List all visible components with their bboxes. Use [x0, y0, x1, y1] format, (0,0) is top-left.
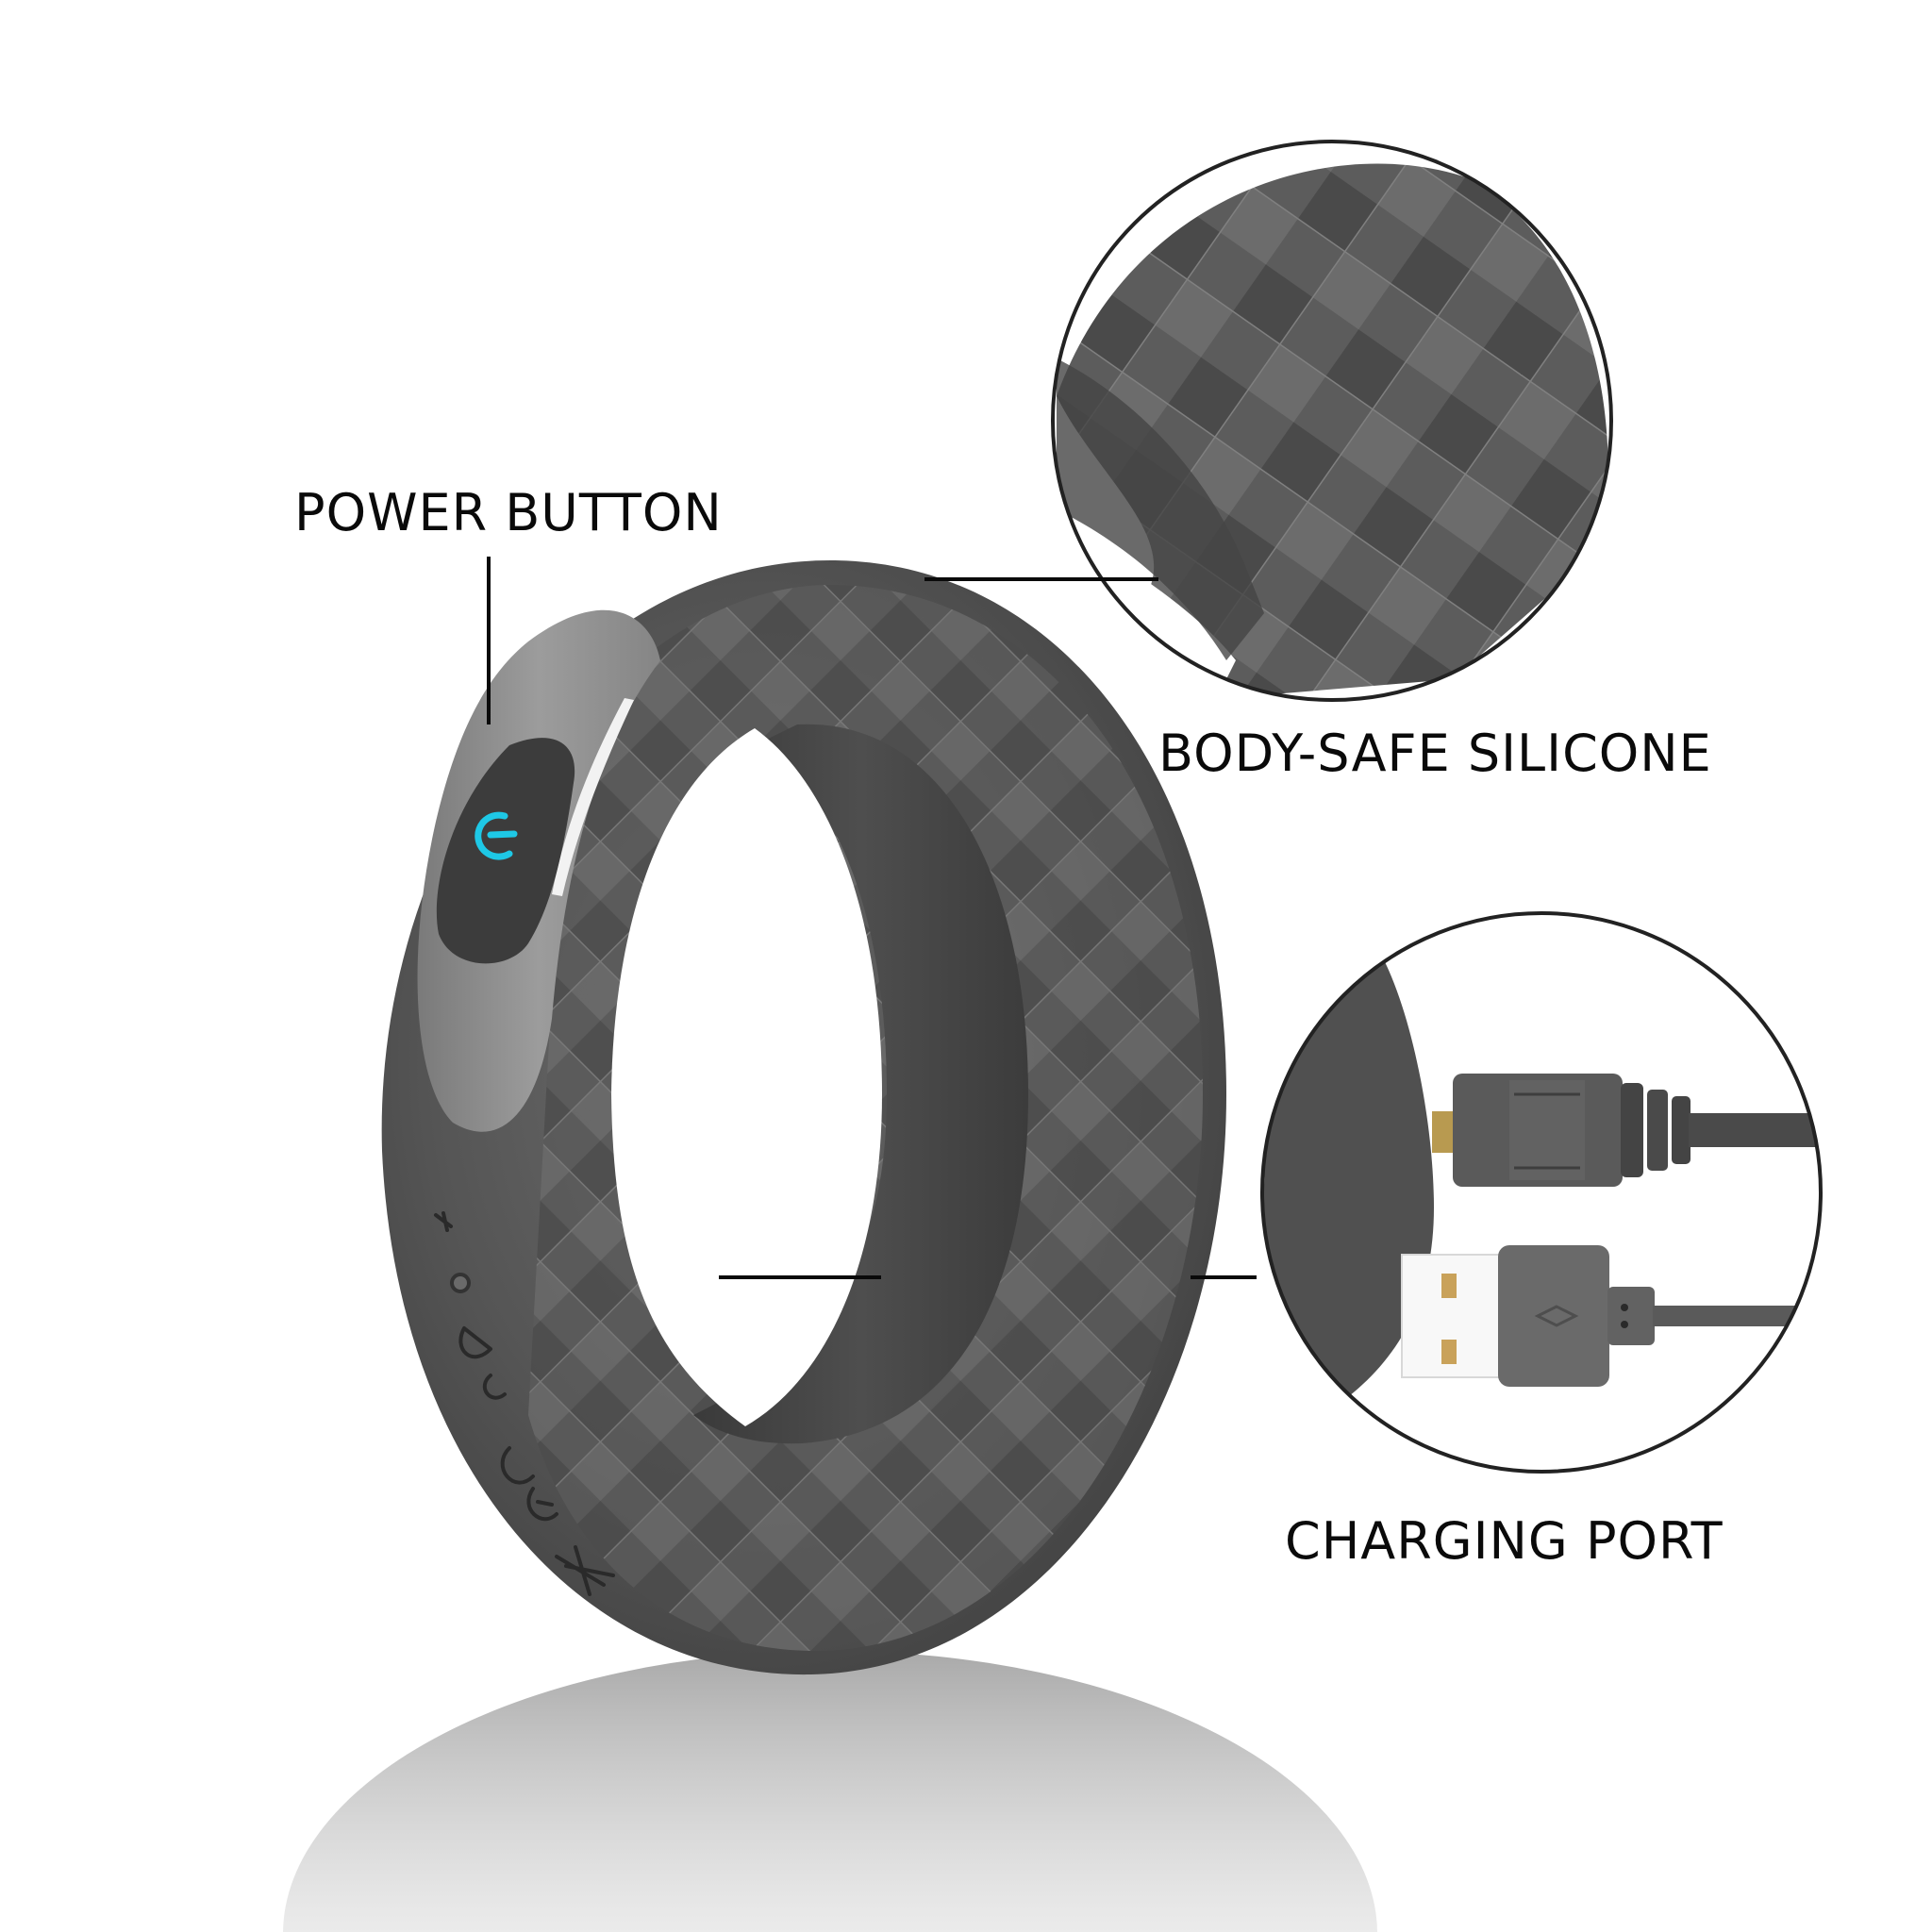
- usb-plug: [1401, 1245, 1821, 1387]
- power-icon: [475, 811, 518, 860]
- ring-hole: [611, 728, 882, 1426]
- charging-port-detail-circle: [1260, 911, 1823, 1474]
- ce-mark-c: [500, 1446, 535, 1485]
- dc-mark-c: [482, 1374, 507, 1400]
- dc-plug: [1432, 1074, 1821, 1187]
- charge-icon: [434, 1211, 453, 1232]
- power-button-label: POWER BUTTON: [294, 483, 723, 542]
- power-button-leader-line: [487, 557, 491, 724]
- weee-icon: [555, 1545, 615, 1596]
- charging-port-leader-line-outer: [1191, 1275, 1257, 1279]
- silicone-leader-line: [924, 577, 1158, 581]
- power-button-pad: [436, 738, 575, 964]
- charging-port-leader-line-inner: [719, 1275, 881, 1279]
- ring-body: [381, 560, 1226, 1675]
- ring-reflection: [283, 1651, 1377, 1932]
- charging-port-label: CHARGING PORT: [1285, 1511, 1724, 1571]
- indicator-led: [450, 1273, 471, 1293]
- body-safe-silicone-label: BODY-SAFE SILICONE: [1158, 724, 1712, 783]
- silicone-detail-circle: [1051, 140, 1613, 702]
- dc-mark-d: [458, 1326, 492, 1359]
- ce-mark-e: [526, 1487, 558, 1522]
- embossed-marks: [434, 1211, 615, 1596]
